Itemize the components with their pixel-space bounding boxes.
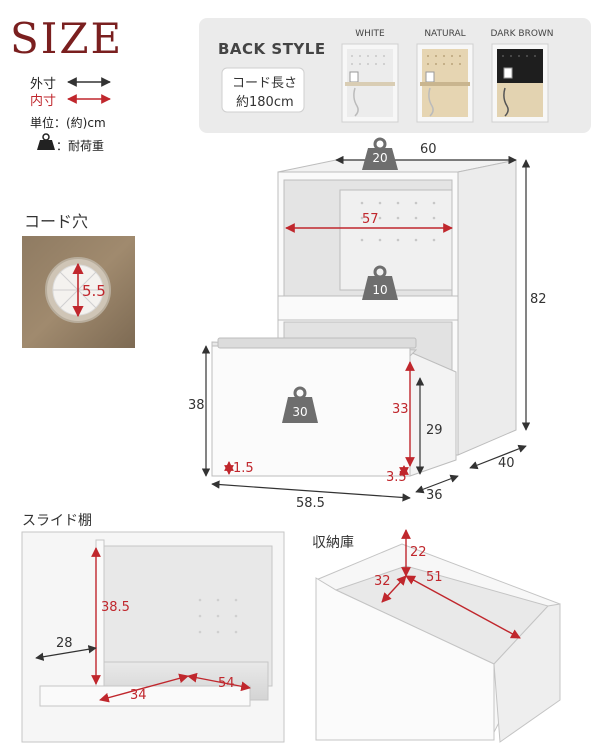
storage-height: 22 <box>410 545 427 560</box>
drawer-bottom-gap: 1.5 <box>233 461 254 476</box>
top-load-value: 20 <box>372 151 388 165</box>
cord-hole-label: コード穴 <box>24 212 89 231</box>
drawer-load-value: 30 <box>292 405 308 419</box>
slide-shelf-width: 54 <box>218 676 235 691</box>
weight-icon-top <box>362 137 398 170</box>
slide-shelf-label: スライド棚 <box>22 513 92 529</box>
weight-icon-middle <box>362 265 398 300</box>
top-inner-width: 57 <box>362 212 379 227</box>
drawer-depth-outer: 36 <box>426 488 443 503</box>
back-natural-image <box>416 43 474 123</box>
cord-hole-diameter: 5.5 <box>82 282 106 300</box>
color-label-dark-brown: DARK BROWN <box>490 29 554 39</box>
depth-outer: 40 <box>498 456 515 471</box>
drawer-bottom-thickness: 3.5 <box>386 470 407 485</box>
width-outer: 60 <box>420 142 437 157</box>
slide-shelf-height: 38.5 <box>101 600 130 615</box>
cord-length-line2: 約180cm <box>236 95 294 110</box>
cord-length-box <box>221 67 305 113</box>
storage-width: 51 <box>426 570 443 585</box>
back-white-image <box>341 43 399 123</box>
slide-shelf-image <box>21 531 285 743</box>
weight-icon-drawer <box>282 386 318 423</box>
slide-shelf-holes <box>198 598 238 634</box>
storage-depth: 32 <box>374 574 391 589</box>
drawer-width-outer: 58.5 <box>296 496 325 511</box>
legend-inner-label: 内寸 <box>30 94 57 109</box>
back-dark-brown-image <box>491 43 549 123</box>
storage-label: 収納庫 <box>312 535 354 551</box>
legend-load: ：耐荷重 <box>56 139 105 153</box>
color-label-natural: NATURAL <box>424 29 466 39</box>
cord-hole-image <box>45 257 111 323</box>
legend-unit: 単位：(約)cm <box>30 116 106 130</box>
legend-outer-label: 外寸 <box>30 77 57 92</box>
drawer-inner-height: 33 <box>392 402 409 417</box>
lower-opening-height: 29 <box>426 423 443 438</box>
back-panel-holes <box>360 201 436 242</box>
color-label-white: WHITE <box>355 29 385 39</box>
size-title: SIZE <box>10 14 124 63</box>
height-outer: 82 <box>530 292 547 307</box>
middle-load-value: 10 <box>372 283 388 297</box>
slide-shelf-front-height: 28 <box>56 636 73 651</box>
cord-length-line1: コード長さ <box>232 76 298 91</box>
weight-icon <box>37 133 55 150</box>
drawer-height-outer: 38 <box>188 398 205 413</box>
slide-shelf-depth: 34 <box>130 688 147 703</box>
back-style-heading: BACK STYLE <box>218 40 326 58</box>
